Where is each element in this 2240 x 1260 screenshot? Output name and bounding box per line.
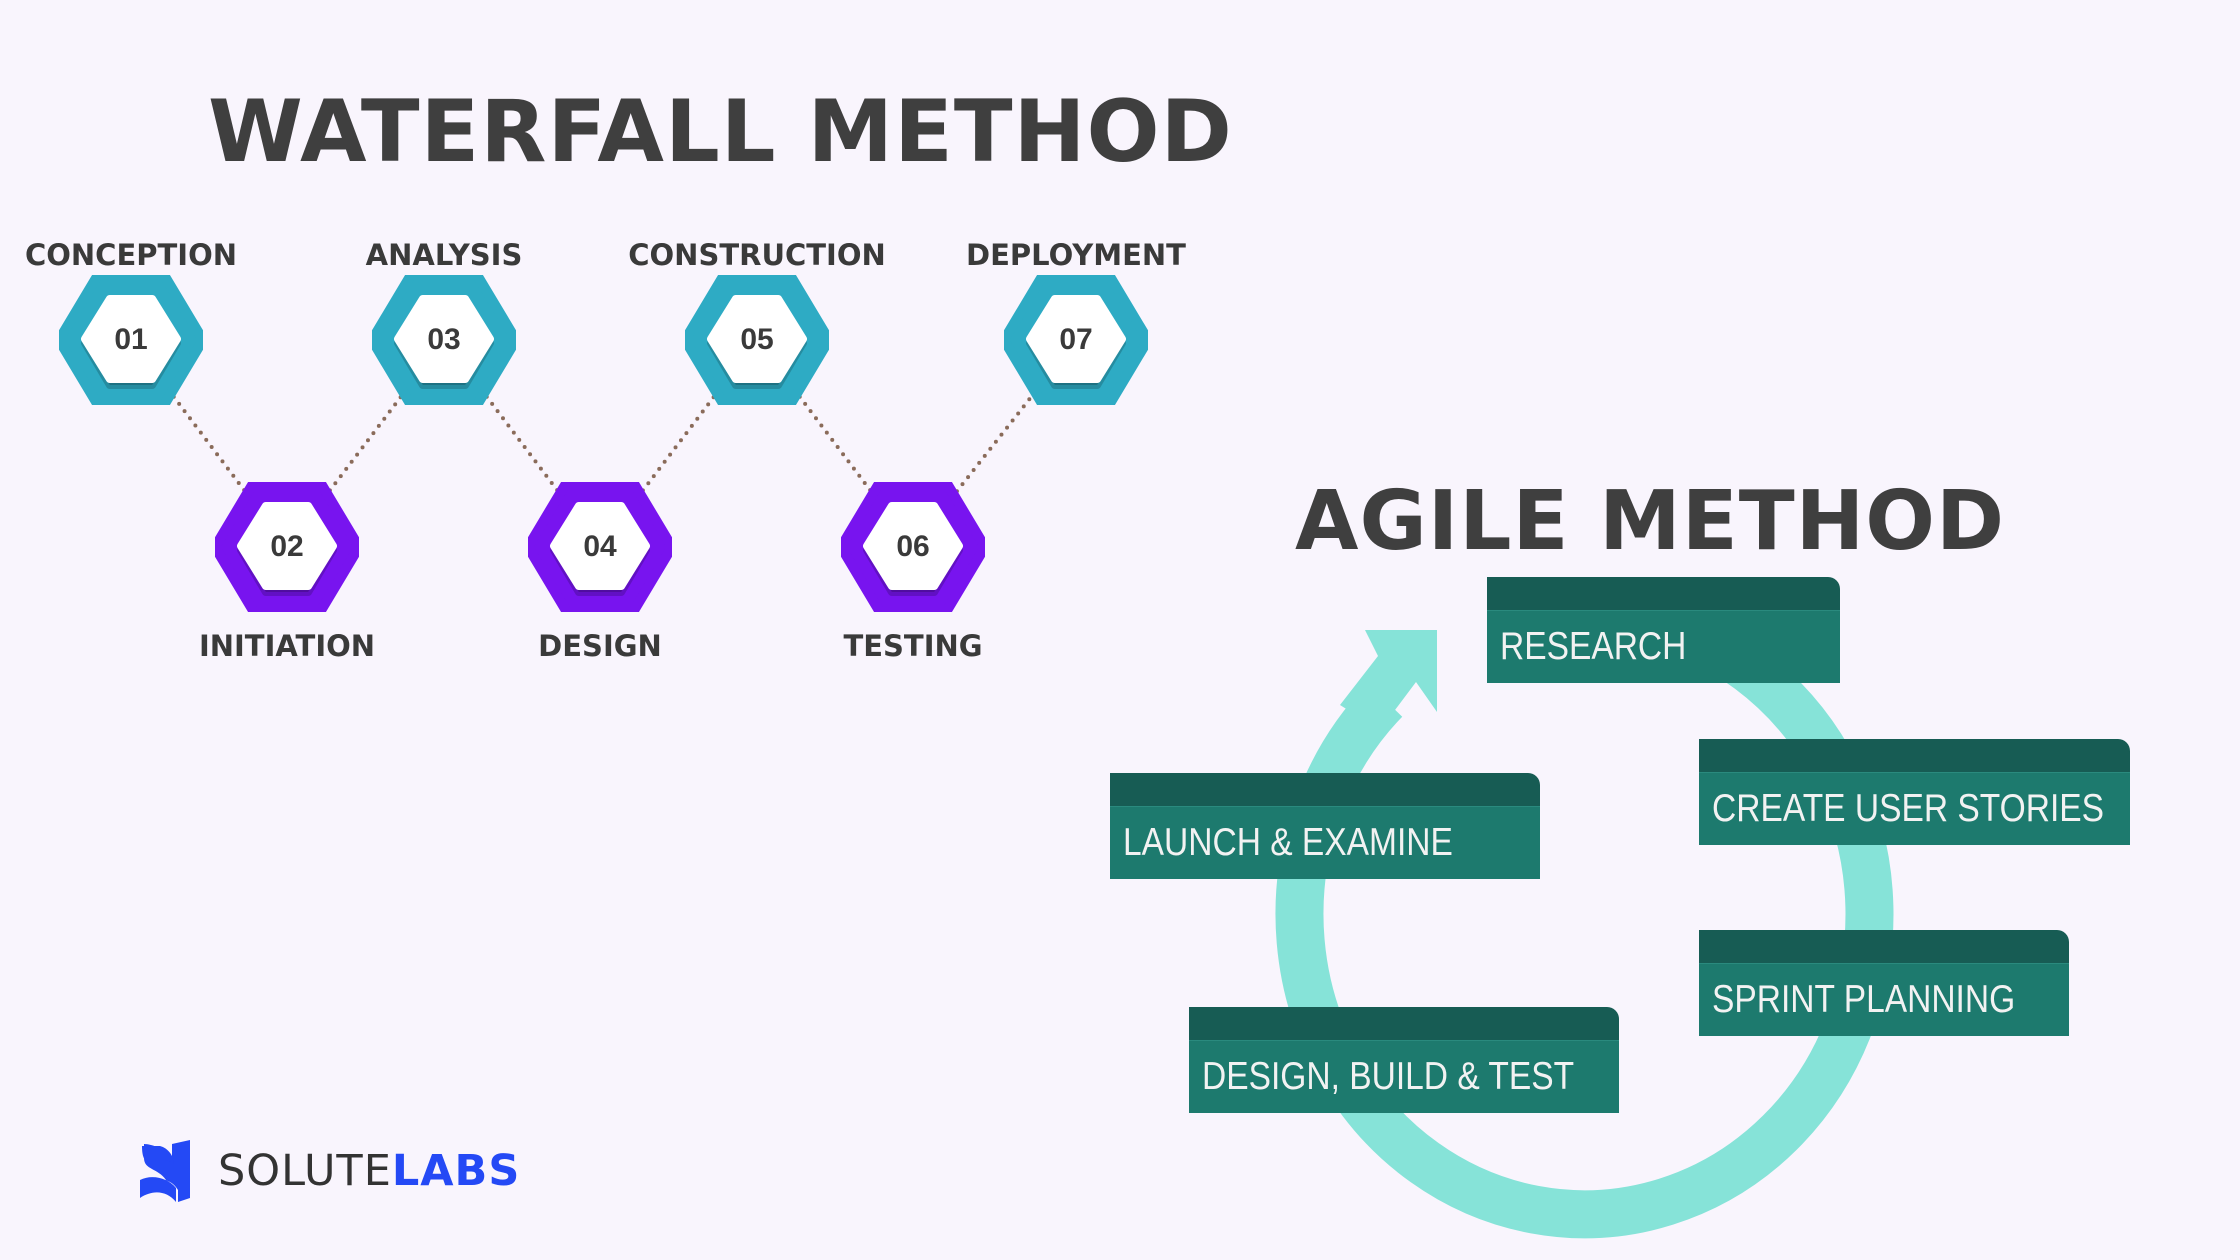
solutelabs-logo: SOLUTELABS — [138, 1140, 520, 1202]
card-tab — [1487, 577, 1840, 610]
logo-text: SOLUTELABS — [218, 1146, 521, 1196]
step-hexagon: 07 — [1004, 275, 1148, 405]
cycle-arrowhead-icon — [1340, 630, 1437, 730]
step-number: 07 — [1059, 323, 1093, 356]
step-number: 01 — [114, 323, 148, 356]
step-label: TESTING — [843, 629, 983, 663]
agile-title: AGILE METHOD — [1295, 474, 2006, 569]
card-tab — [1110, 773, 1540, 806]
step-hexagon: 04 — [528, 482, 672, 612]
step-label: CONCEPTION — [24, 238, 238, 272]
card-tab — [1699, 739, 2130, 772]
step-number: 06 — [896, 530, 930, 563]
agile-card-research: RESEARCH — [1487, 577, 1840, 683]
card-body: SPRINT PLANNING — [1699, 963, 2069, 1036]
step-label: DESIGN — [538, 629, 662, 663]
step-number: 05 — [740, 323, 774, 356]
step-number: 04 — [583, 530, 617, 563]
step-hexagon: 01 — [59, 275, 203, 405]
waterfall-title: WATERFALL METHOD — [208, 82, 1233, 182]
card-label: SPRINT PLANNING — [1712, 978, 2016, 1021]
step-number: 03 — [427, 323, 461, 356]
card-body: LAUNCH & EXAMINE — [1110, 806, 1540, 879]
step-number: 02 — [270, 530, 304, 563]
connector-line — [949, 386, 1040, 501]
card-tab — [1699, 930, 2069, 963]
card-label: RESEARCH — [1500, 625, 1687, 668]
card-tab — [1189, 1007, 1619, 1040]
agile-card-sprint-planning: SPRINT PLANNING — [1699, 930, 2069, 1036]
step-label: ANALYSIS — [365, 238, 523, 272]
step-hexagon: 05 — [685, 275, 829, 405]
step-label: INITIATION — [198, 629, 376, 663]
card-body: CREATE USER STORIES — [1699, 772, 2130, 845]
card-label: LAUNCH & EXAMINE — [1123, 821, 1453, 864]
agile-card-design-build-test: DESIGN, BUILD & TEST — [1189, 1007, 1619, 1113]
agile-card-create-user-stories: CREATE USER STORIES — [1699, 739, 2130, 845]
card-body: RESEARCH — [1487, 610, 1840, 683]
agile-card-launch-examine: LAUNCH & EXAMINE — [1110, 773, 1540, 879]
step-label: CONSTRUCTION — [628, 238, 886, 272]
card-body: DESIGN, BUILD & TEST — [1189, 1040, 1619, 1113]
step-hexagon: 03 — [372, 275, 516, 405]
card-label: DESIGN, BUILD & TEST — [1202, 1055, 1575, 1098]
step-hexagon: 06 — [841, 482, 985, 612]
step-label: DEPLOYMENT — [966, 238, 1186, 272]
step-hexagon: 02 — [215, 482, 359, 612]
card-label: CREATE USER STORIES — [1712, 787, 2104, 830]
solutelabs-s-icon — [140, 1140, 190, 1202]
